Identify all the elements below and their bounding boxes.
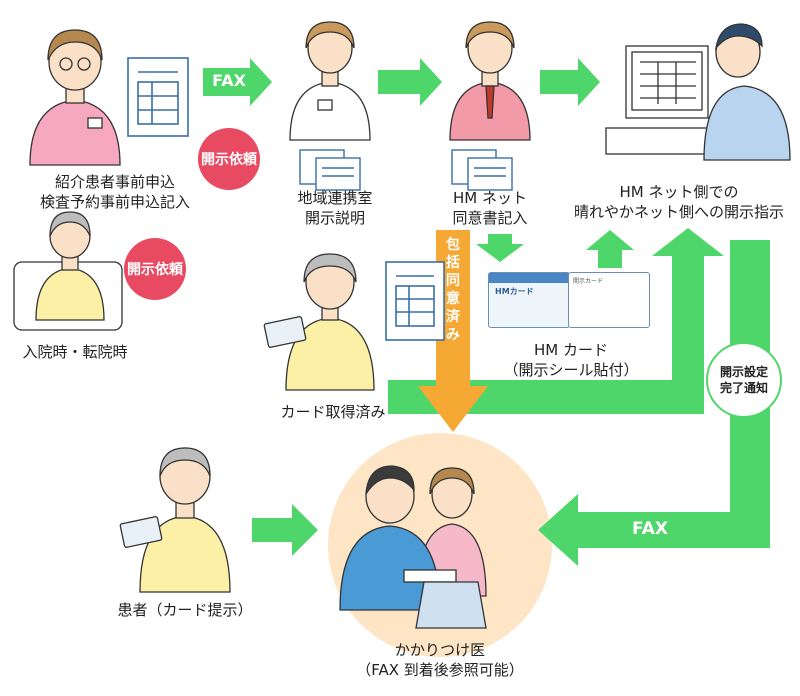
arrow-consent-to-card — [476, 234, 524, 262]
liaison-papers-icon — [299, 149, 361, 191]
admission-step-label: 入院時・転院時 — [22, 343, 128, 361]
hm-card-back: 開示カード — [568, 272, 650, 328]
hm-side-step-label: HM ネット側での 晴れやかネット側への開示指示 — [573, 183, 784, 221]
family-doctor-illustration — [339, 465, 487, 629]
arrow-card-acquired-to-hm — [388, 228, 724, 414]
hm-card-step-label: HM カード （開示シール貼付） — [503, 341, 639, 379]
fax-arrow-bottom-label: FAX — [632, 519, 668, 539]
blanket-consent-arrow — [418, 230, 488, 432]
fax-arrow-top-label: FAX — [212, 71, 246, 90]
family-doctor-step-label: かかりつけ医 （FAX 到着後参照可能） — [356, 641, 524, 679]
referral-document-icon — [127, 57, 189, 137]
consent-papers-icon — [451, 149, 513, 191]
disclosure-request-badge-1: 開示依頼 — [198, 128, 260, 190]
card-holder-patient-illustration — [263, 253, 375, 391]
blanket-consent-label: 包 括 同 意 済 み — [446, 237, 460, 343]
card-acquired-step-label: カード取得済み — [280, 403, 386, 421]
patient-present-step-label: 患者（カード提示） — [117, 601, 253, 619]
arrow-hm-to-doctor-fax — [538, 240, 770, 566]
fax-arrow-top — [203, 58, 272, 106]
card-presenting-patient-illustration — [119, 447, 231, 593]
hm-operator-illustration — [605, 23, 791, 161]
liaison-staff-illustration — [289, 21, 371, 141]
arrow-patient-to-doctor — [252, 504, 318, 556]
arrow-liaison-to-consent — [378, 58, 442, 106]
referral-step-label: 紹介患者事前申込 検査予約事前申込記入 — [39, 173, 190, 211]
nurse-illustration — [29, 29, 121, 166]
arrow-card-to-hm — [586, 230, 634, 268]
disclosure-request-badge-2: 開示依頼 — [124, 238, 186, 300]
hm-card-front: HMカード — [488, 272, 570, 328]
consent-form-document-icon — [385, 261, 445, 341]
arrow-consent-to-hm — [540, 58, 600, 106]
inpatient-illustration — [13, 211, 123, 331]
liaison-step-label: 地域連携室 開示説明 — [297, 189, 373, 227]
hm-card-back-header: 開示カード — [573, 278, 604, 285]
consent-step-label: HM ネット 同意書記入 — [452, 189, 528, 227]
completion-notice-badge: 開示設定 完了通知 — [706, 342, 782, 418]
hm-staff-illustration — [449, 21, 531, 141]
hm-card-logo: HMカード — [495, 287, 534, 296]
